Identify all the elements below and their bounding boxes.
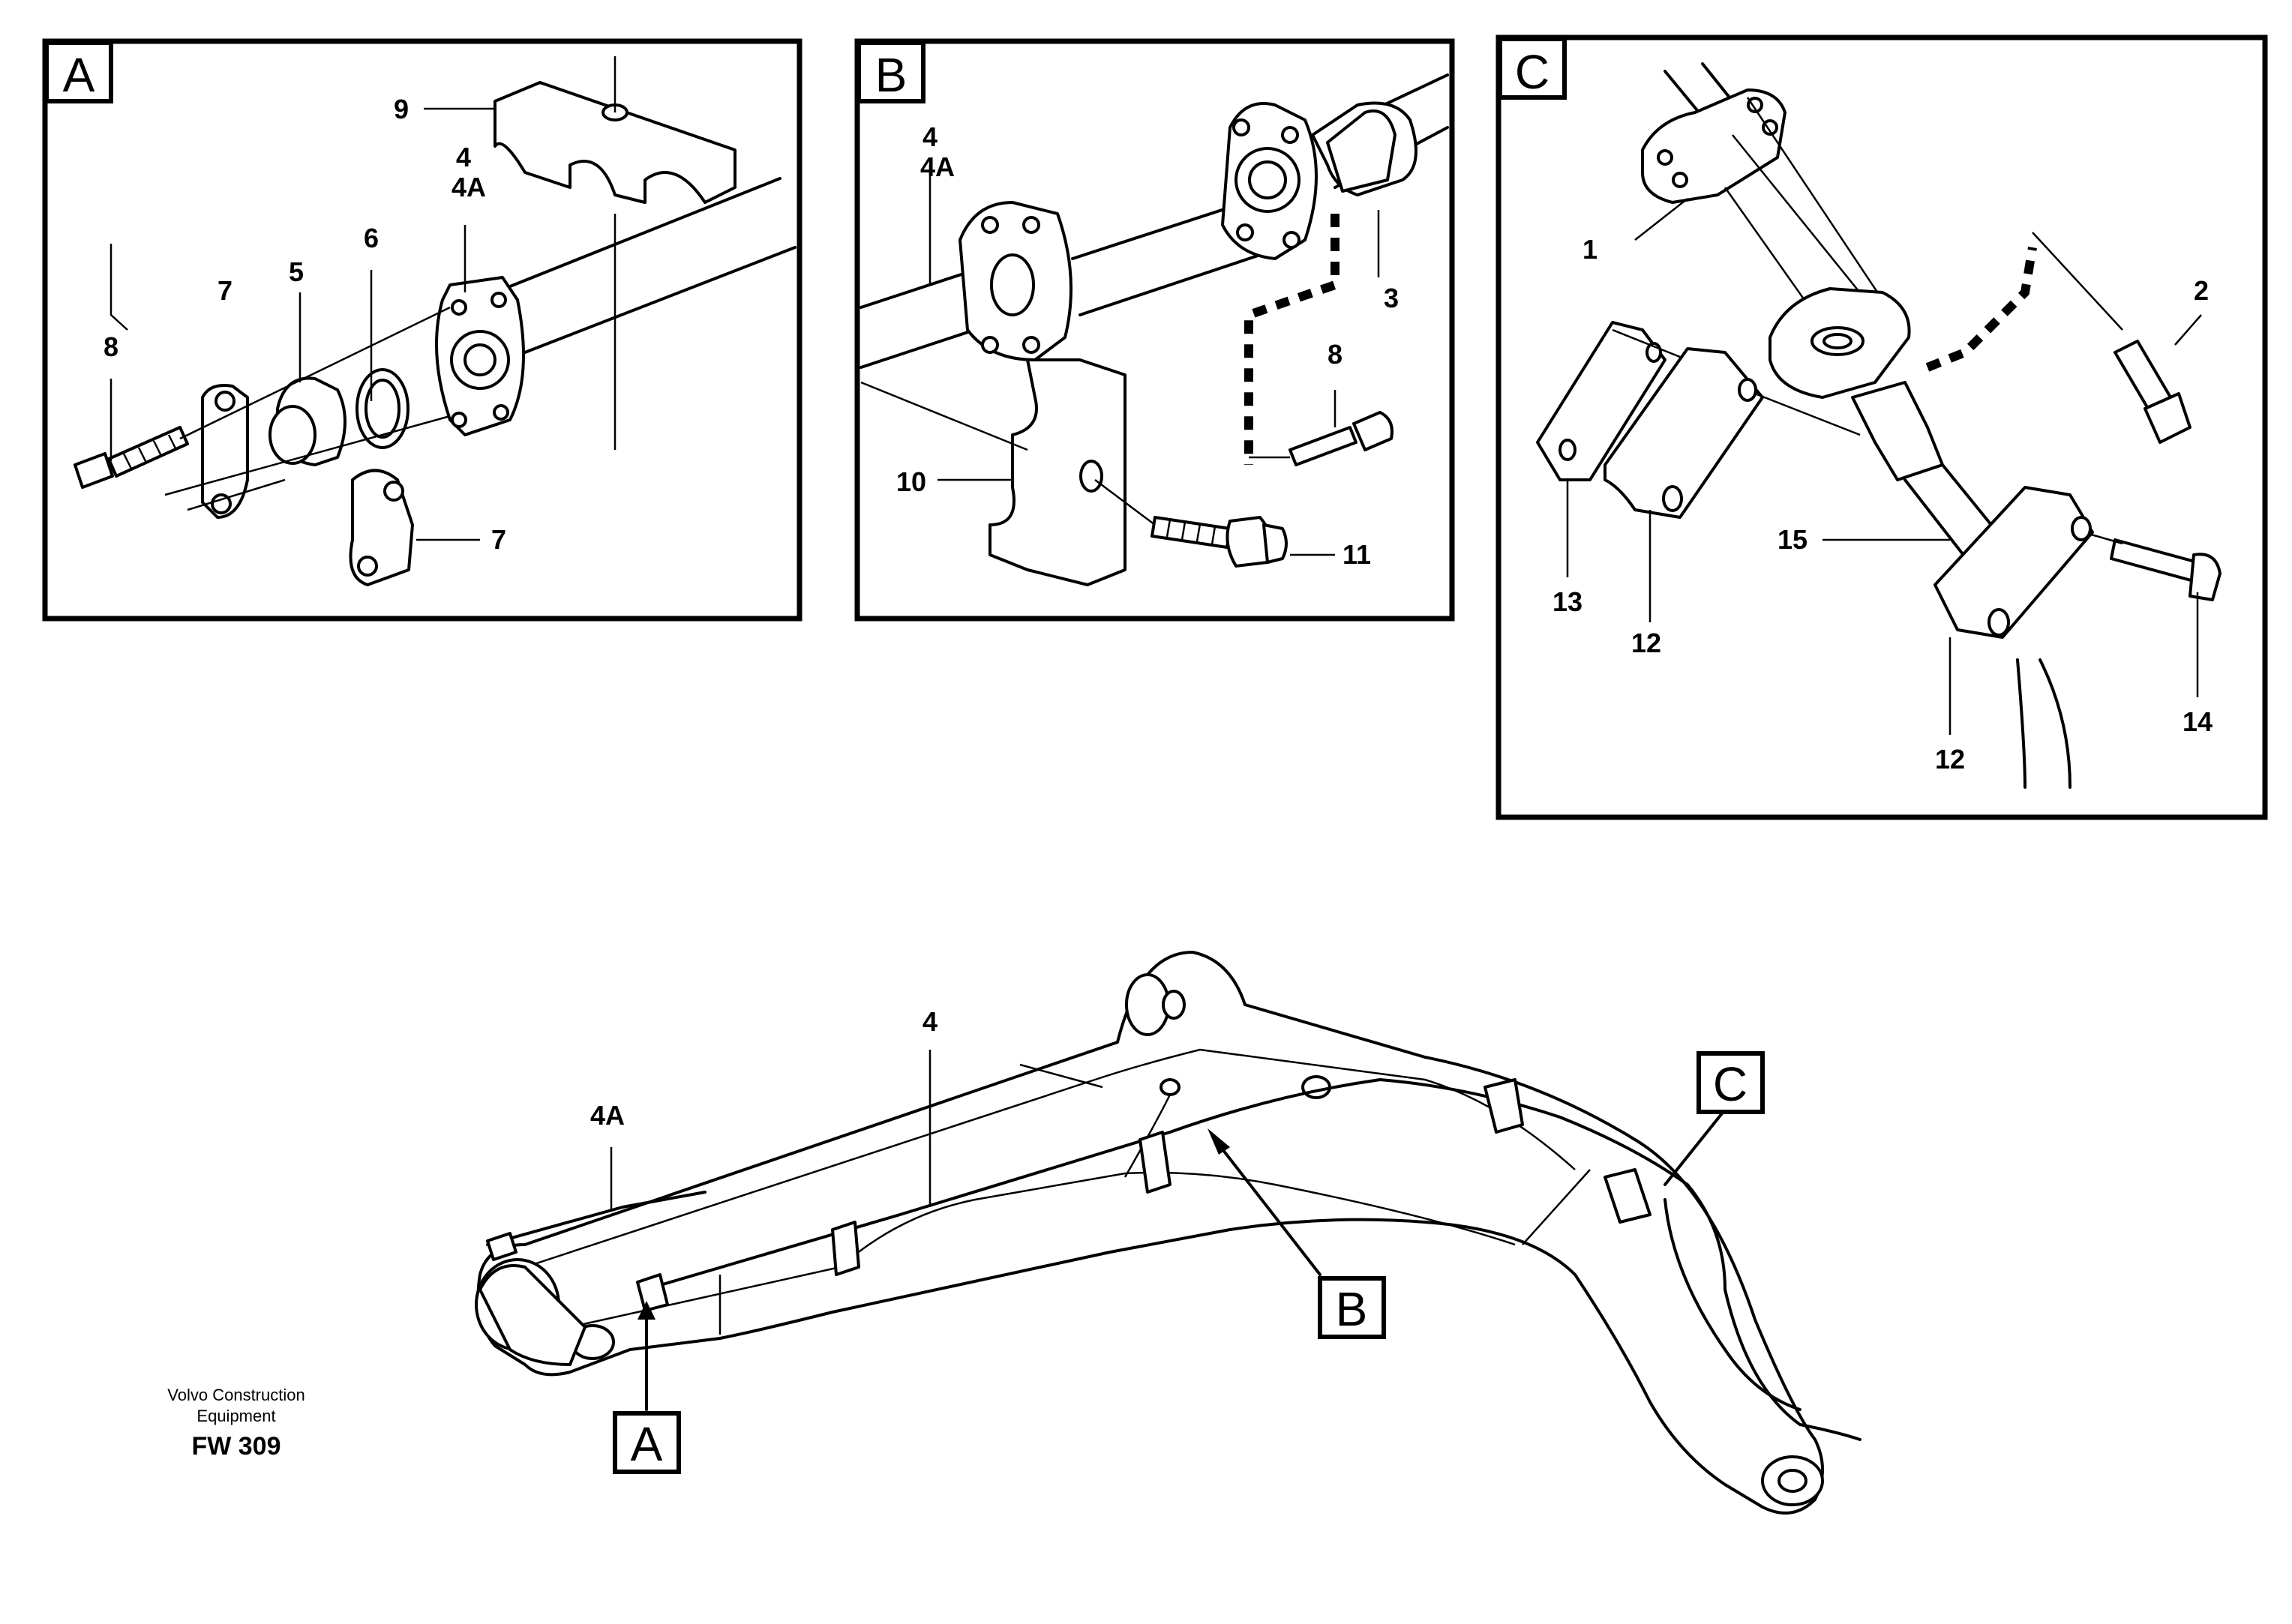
- panel-c-tag: C: [1515, 45, 1550, 99]
- callout-c-label: C: [1713, 1057, 1748, 1111]
- panel-b-tag: B: [875, 48, 908, 102]
- hose-clamp-6: [1604, 1168, 1652, 1224]
- half-flange-7-upper: [201, 384, 249, 519]
- panel-c-label-6: 12: [1935, 744, 1965, 775]
- bolt-8-b: [1288, 426, 1358, 466]
- panel-a-label-5: 5: [289, 256, 304, 287]
- panel-c-label-5: 15: [1778, 524, 1808, 555]
- hose-clamp-1: [486, 1232, 518, 1261]
- bolt-14: [2110, 538, 2199, 583]
- overview-label-4a: 4A: [590, 1100, 625, 1131]
- hose-lower-c: [2016, 658, 2072, 789]
- panel-b-frame: [854, 38, 1455, 622]
- footer-company-line1: Volvo Construction: [167, 1386, 304, 1404]
- panel-c-label-1: 1: [1582, 234, 1598, 265]
- panel-a-pipe: [494, 177, 796, 354]
- panel-b-tag-box: [856, 40, 926, 103]
- panel-b-label-5: 10: [896, 466, 926, 497]
- panel-a-label-3: 4A: [452, 172, 486, 202]
- clamp-block-10: [988, 358, 1126, 586]
- panel-a-tag-box: [44, 40, 113, 103]
- panel-c-label-2: 2: [2194, 275, 2209, 306]
- hose-clamp-4: [1138, 1131, 1172, 1194]
- panel-c-label-3: 13: [1552, 586, 1582, 617]
- hose-route: [486, 1078, 1862, 1441]
- panel-c-label-4: 12: [1631, 628, 1661, 658]
- detail-panel-a: A 9 4 4: [42, 38, 802, 622]
- callout-a-label: A: [631, 1417, 663, 1471]
- footer-company-line2: Equipment: [196, 1407, 275, 1425]
- panel-a-label-2: 4: [456, 142, 471, 172]
- panel-a-label-4: 7: [218, 275, 232, 306]
- clamp-12-lower: [1934, 486, 2094, 639]
- callout-b-box: [1318, 1276, 1386, 1339]
- panel-b-label-2: 4A: [920, 151, 955, 182]
- panel-b-label-1: 4: [922, 121, 938, 152]
- pipe-clamp-9: [494, 81, 736, 204]
- panel-c-tag-box: [1498, 37, 1567, 100]
- hose-dashed: [1244, 214, 1340, 465]
- panel-b-pipe: [860, 201, 1262, 369]
- panel-b-label-3: 3: [1384, 283, 1399, 313]
- hose-clamp-3: [831, 1221, 860, 1276]
- panel-b-label-4: 8: [1328, 339, 1342, 370]
- panel-c-frame: [1496, 34, 2268, 820]
- hose-clamp-5: [1484, 1078, 1524, 1134]
- bolt-8: [74, 452, 114, 489]
- hose-dashed-c: [1925, 247, 2037, 372]
- callout-b-leader: [1214, 1138, 1322, 1276]
- footer-figure-code: FW 309: [191, 1432, 280, 1461]
- panel-c-label-7: 14: [2182, 706, 2212, 737]
- detail-panel-b: B 4 4A: [854, 38, 1455, 622]
- overview-label-4: 4: [922, 1006, 938, 1037]
- callout-b-label: B: [1336, 1282, 1368, 1336]
- detail-panel-c: C: [1496, 34, 2268, 820]
- footer: Volvo Construction Equipment FW 309: [167, 1386, 304, 1461]
- panel-a-frame: [42, 38, 802, 622]
- panel-a-label-6: 6: [364, 223, 379, 253]
- boom-edges: [524, 1048, 1576, 1329]
- panel-a-label-1: 9: [394, 94, 409, 124]
- panel-b-label-6: 11: [1342, 539, 1371, 570]
- panel-a-label-7: 8: [104, 331, 118, 362]
- callout-c-box: [1696, 1051, 1765, 1114]
- panel-c-fitting: [1851, 381, 1944, 481]
- panel-a-label-8: 7: [491, 524, 506, 555]
- callout-a-box: [613, 1411, 681, 1474]
- hose-clamp-2: [636, 1273, 669, 1312]
- bolt-11: [1150, 516, 1232, 549]
- callout-c-leader: [1664, 1108, 1726, 1186]
- panel-a-tag: A: [63, 48, 95, 102]
- boom-overview: 4A 4 A B C: [475, 951, 1862, 1515]
- flange-1: [1641, 88, 1786, 204]
